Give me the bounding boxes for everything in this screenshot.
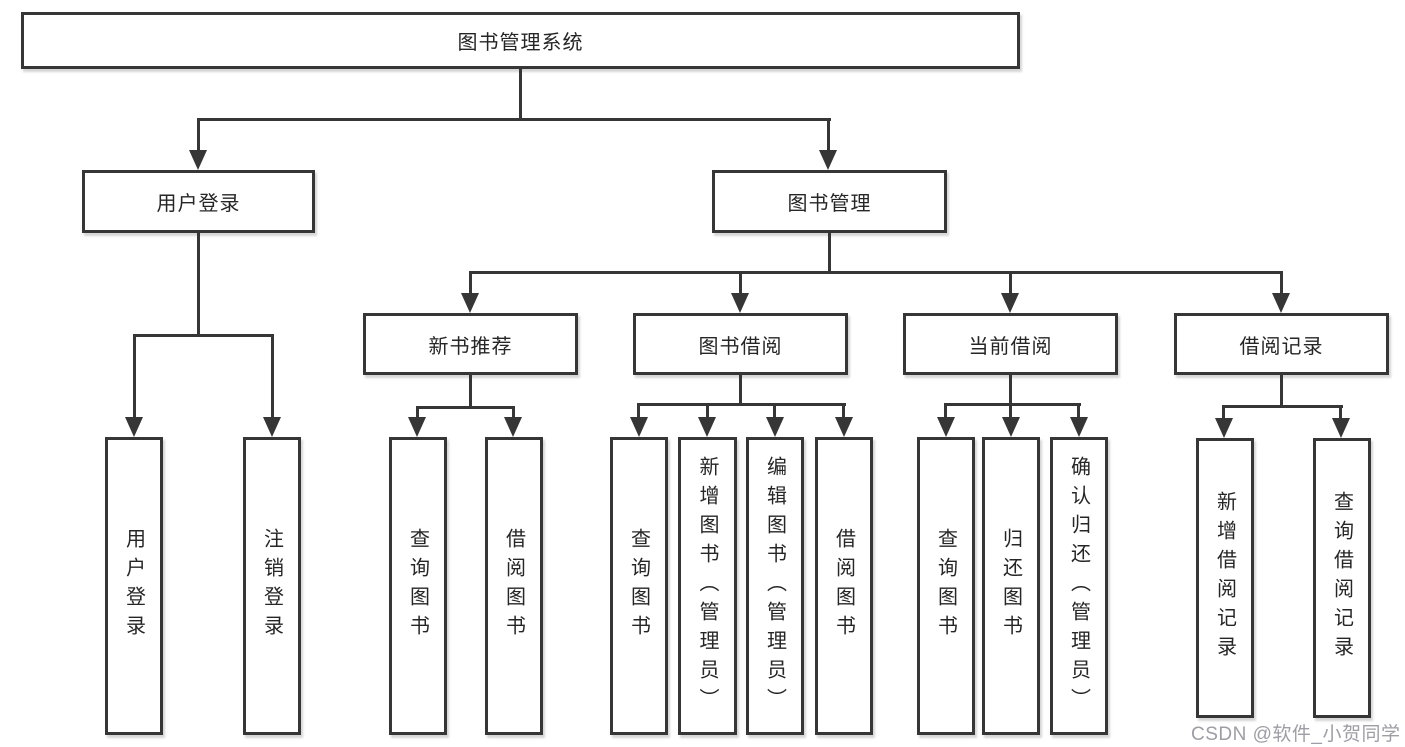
leaf-query-books-label: 查询图书 (934, 528, 957, 644)
leaf-query-books: 查询图书 (610, 437, 668, 735)
arrow-down-icon (937, 417, 955, 437)
connector-line (416, 406, 419, 419)
node-book-management: 图书管理 (712, 170, 947, 233)
leaf-user-login-label: 用户登录 (122, 528, 145, 644)
node-user-login-label: 用户登录 (156, 193, 241, 215)
connector-line (827, 118, 830, 152)
connector-line (944, 403, 1081, 406)
arrow-down-icon (1215, 418, 1233, 438)
connector-line (1077, 403, 1080, 419)
arrow-down-icon (408, 417, 426, 437)
connector-line (828, 233, 831, 273)
arrow-down-icon (1070, 417, 1088, 437)
leaf-query-books: 查询图书 (917, 437, 975, 735)
node-current-borrowing: 当前借阅 (903, 313, 1118, 375)
connector-line (469, 375, 472, 408)
leaf-borrow-books-label: 借阅图书 (502, 528, 525, 644)
node-book-management-label: 图书管理 (787, 193, 872, 215)
node-new-book-recommend: 新书推荐 (363, 313, 578, 375)
arrow-down-icon (189, 150, 207, 170)
connector-line (469, 271, 1283, 274)
node-book-borrowing-label: 图书借阅 (698, 335, 783, 358)
connector-line (197, 118, 200, 152)
connector-line (773, 403, 776, 419)
connector-line (519, 69, 522, 120)
arrow-down-icon (125, 417, 143, 437)
connector-line (706, 403, 709, 419)
arrow-down-icon (1002, 417, 1020, 437)
node-root-label: 图书管理系统 (457, 32, 584, 54)
arrow-down-icon (1332, 418, 1350, 438)
leaf-user-login: 用户登录 (105, 437, 163, 735)
node-current-borrowing-label: 当前借阅 (968, 335, 1053, 358)
leaf-query-books: 查询图书 (389, 437, 447, 735)
connector-line (1009, 271, 1012, 295)
node-book-borrowing: 图书借阅 (633, 313, 848, 375)
arrow-down-icon (698, 417, 716, 437)
leaf-add-borrow-record-label: 新增借阅记录 (1213, 491, 1236, 665)
leaf-edit-books-admin-label: 编辑图书（管理员） (763, 455, 786, 717)
arrow-down-icon (1272, 293, 1290, 313)
leaf-add-books-admin-label: 新增图书（管理员） (696, 455, 718, 717)
node-root: 图书管理系统 (21, 12, 1020, 69)
leaf-query-borrow-record-label: 查询借阅记录 (1330, 491, 1353, 665)
connector-line (1222, 405, 1225, 420)
leaf-confirm-return-admin: 确认归还（管理员） (1050, 437, 1108, 735)
leaf-confirm-return-admin-label: 确认归还（管理员） (1067, 455, 1090, 717)
arrow-down-icon (731, 293, 749, 313)
leaf-add-books-admin: 新增图书（管理员） (678, 437, 737, 735)
leaf-borrow-books-label: 借阅图书 (832, 528, 855, 644)
arrow-down-icon (461, 293, 479, 313)
leaf-logout-label: 注销登录 (260, 528, 283, 644)
leaf-query-books-label: 查询图书 (627, 528, 650, 644)
arrow-down-icon (630, 417, 648, 437)
arrow-down-icon (766, 417, 784, 437)
leaf-return-books-label: 归还图书 (999, 528, 1022, 644)
csdn-watermark: CSDN @软件_小贺同学 (1191, 724, 1401, 745)
arrow-down-icon (504, 417, 522, 437)
connector-line (416, 406, 515, 409)
connector-line (1009, 375, 1012, 405)
node-user-login: 用户登录 (82, 170, 315, 233)
leaf-borrow-books: 借阅图书 (815, 437, 873, 735)
leaf-return-books: 归还图书 (982, 437, 1040, 735)
arrow-down-icon (1001, 293, 1019, 313)
connector-line (469, 271, 472, 295)
connector-line (512, 406, 515, 419)
leaf-query-books-label: 查询图书 (406, 528, 429, 644)
connector-line (637, 403, 846, 406)
connector-line (271, 334, 274, 418)
connector-line (637, 403, 640, 419)
connector-line (133, 334, 274, 337)
leaf-borrow-books: 借阅图书 (485, 437, 543, 735)
connector-line (1339, 405, 1342, 420)
connector-line (1222, 405, 1343, 408)
arrow-down-icon (835, 417, 853, 437)
connector-line (739, 271, 742, 295)
connector-line (739, 375, 742, 405)
connector-line (133, 334, 136, 418)
connector-line (1280, 271, 1283, 295)
arrow-down-icon (263, 417, 281, 437)
connector-line (944, 403, 947, 419)
connector-line (197, 118, 831, 121)
node-new-book-recommend-label: 新书推荐 (428, 335, 513, 358)
node-borrow-records-label: 借阅记录 (1239, 335, 1324, 358)
connector-line (842, 403, 845, 419)
connector-line (1280, 375, 1283, 407)
leaf-add-borrow-record: 新增借阅记录 (1196, 438, 1254, 718)
connector-line (197, 233, 200, 335)
node-borrow-records: 借阅记录 (1174, 313, 1389, 375)
leaf-logout: 注销登录 (243, 437, 301, 735)
connector-line (1009, 403, 1012, 419)
leaf-query-borrow-record: 查询借阅记录 (1313, 438, 1371, 718)
arrow-down-icon (819, 150, 837, 170)
leaf-edit-books-admin: 编辑图书（管理员） (746, 437, 804, 735)
